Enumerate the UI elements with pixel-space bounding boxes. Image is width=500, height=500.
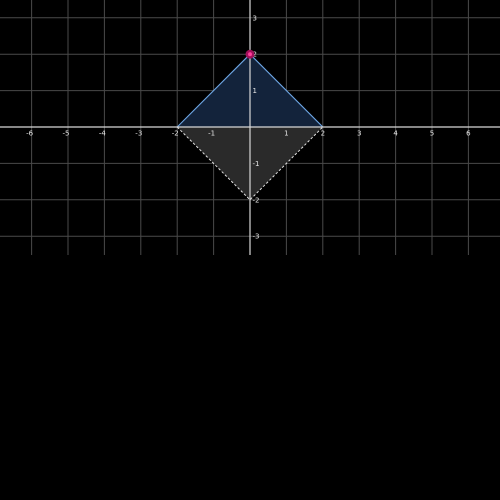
x-tick-label: 6 <box>466 130 471 138</box>
y-tick-label: 1 <box>253 87 257 95</box>
x-tick-label: -5 <box>63 130 70 138</box>
x-tick-label: 1 <box>284 130 288 138</box>
x-tick-label: 4 <box>393 130 398 138</box>
y-tick-label: -3 <box>253 233 260 241</box>
x-tick-label: -6 <box>26 130 34 138</box>
highlighted-vertex-point[interactable] <box>245 49 255 59</box>
y-tick-label: -2 <box>253 196 260 204</box>
x-tick-label: 3 <box>357 130 361 138</box>
points <box>245 49 255 59</box>
x-tick-label: -1 <box>208 130 215 138</box>
axes <box>0 0 500 255</box>
y-tick-label: 2 <box>253 51 257 59</box>
x-tick-label: -2 <box>172 130 179 138</box>
y-tick-label: 3 <box>253 14 257 22</box>
tick-labels: -6 -5 -4 -3 -2 -1 1 2 3 4 5 6 3 2 1 -1 -2 -3 <box>26 14 471 240</box>
x-tick-label: -3 <box>135 130 142 138</box>
x-tick-label: 2 <box>321 130 325 138</box>
y-tick-label: -1 <box>253 160 260 168</box>
x-tick-label: 5 <box>430 130 434 138</box>
x-tick-label: -4 <box>99 130 107 138</box>
